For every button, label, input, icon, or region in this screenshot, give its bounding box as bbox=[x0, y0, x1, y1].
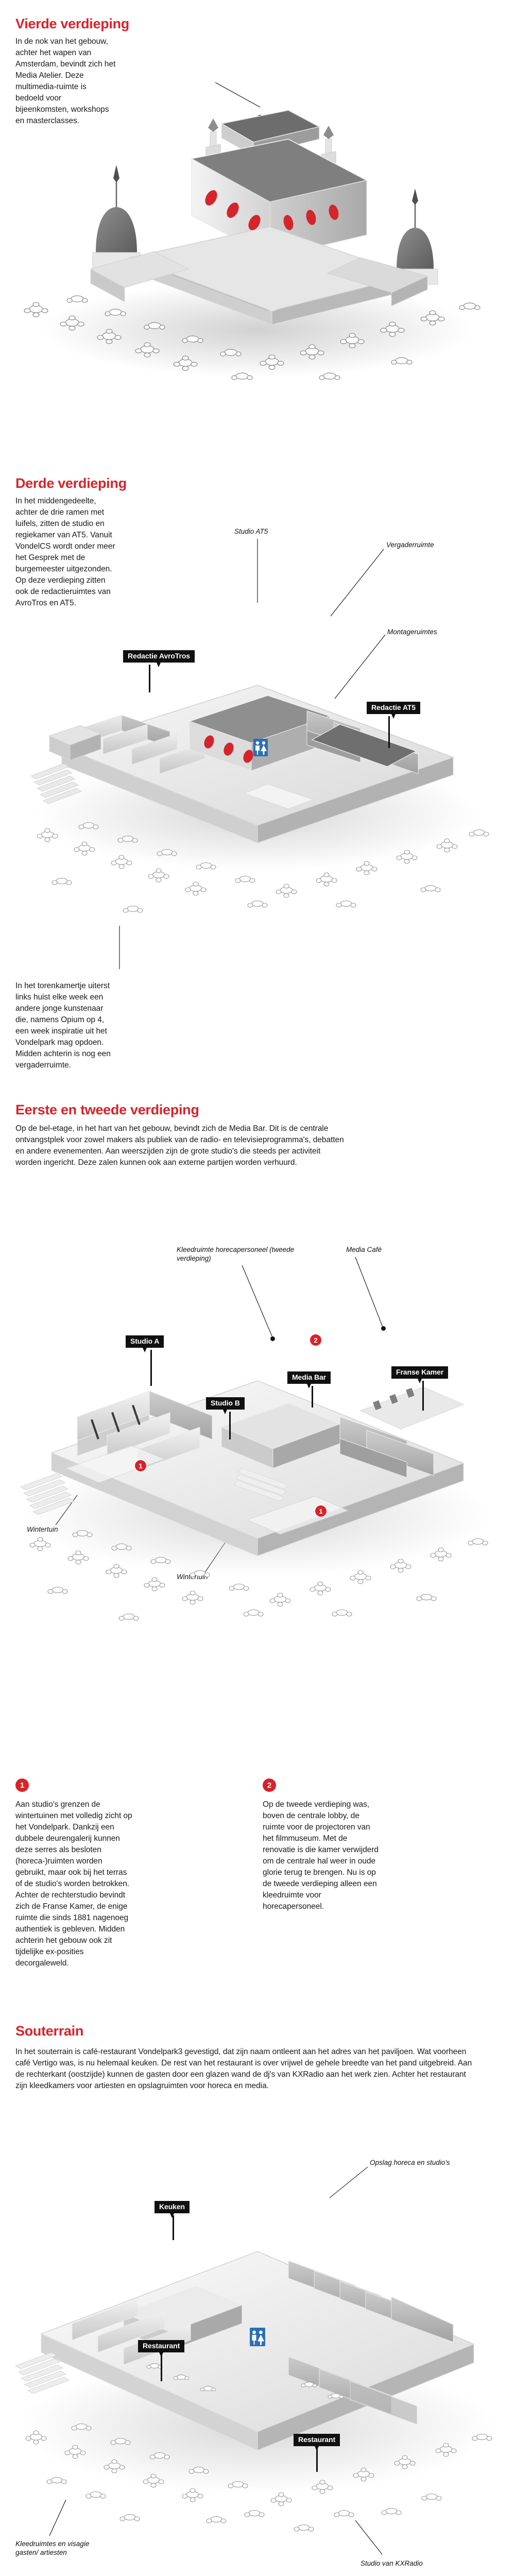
marker-1-plan-left: 1 bbox=[135, 1460, 146, 1471]
stem-redactie-at5 bbox=[388, 716, 390, 748]
flag-studio-b: Studio B bbox=[206, 1397, 245, 1415]
section-title-derde: Derde verdieping bbox=[15, 476, 127, 491]
stem-restaurant-right bbox=[316, 2448, 318, 2472]
stem-media-bar bbox=[312, 1386, 313, 1408]
label-montageruimtes: Montageruimtes bbox=[387, 628, 437, 636]
flag-tail bbox=[418, 1379, 422, 1384]
flag-redactie-avrotros: Redactie AvroTros bbox=[123, 650, 195, 668]
flag-label: Redactie AvroTros bbox=[128, 652, 190, 660]
section-body-eerste-tweede: Op de bel-etage, in het hart van het geb… bbox=[15, 1124, 344, 1167]
flag-label: Franse Kamer bbox=[396, 1368, 444, 1376]
flag-tail bbox=[159, 2352, 164, 2358]
label-vergaderruimte: Vergaderruimte bbox=[386, 541, 434, 549]
label-kleedruimtes: Kleedruimtes en visagie gasten/ artieste… bbox=[15, 2540, 90, 2556]
flag-media-bar: Media Bar bbox=[287, 1371, 331, 1389]
flag-label: Restaurant bbox=[298, 2435, 336, 2444]
flag-tail bbox=[391, 714, 396, 719]
flag-label: Studio B bbox=[211, 1399, 240, 1407]
stem-franse-kamer bbox=[422, 1381, 424, 1411]
section-title-vierde: Vierde verdieping bbox=[15, 16, 129, 31]
flag-franse-kamer: Franse Kamer bbox=[391, 1366, 449, 1384]
flag-restaurant-right: Restaurant bbox=[294, 2434, 340, 2451]
illustration-third-floor bbox=[0, 592, 515, 963]
section-footnote-derde: In het torenkamertje uiterst links huist… bbox=[15, 981, 111, 1070]
note-marker-1: 1 bbox=[15, 1778, 29, 1792]
flag-tail bbox=[315, 2446, 319, 2451]
label-kleedruimte-horecapersoneel: Kleedruimte horecapersoneel (tweede verd… bbox=[177, 1246, 295, 1262]
leader-torenkamertje bbox=[119, 926, 120, 969]
section-body-vierde: In de nok van het gebouw, achter het wap… bbox=[15, 37, 116, 125]
leader-vierde-roof bbox=[215, 82, 261, 108]
leaders-souterrain bbox=[49, 2166, 383, 2555]
illustration-first-second-floor bbox=[0, 1298, 515, 1638]
flag-tail bbox=[157, 663, 161, 668]
section-body-souterrain: In het souterrain is café-restaurant Von… bbox=[15, 2047, 472, 2090]
illustration-fourth-floor bbox=[0, 88, 515, 407]
label-studio-at5: Studio AT5 bbox=[234, 528, 268, 535]
label-media-cafe: Media Café bbox=[346, 1246, 382, 1253]
flag-label: Studio A bbox=[130, 1337, 160, 1345]
stem-redactie-avrotros bbox=[149, 665, 150, 692]
section-title-eerste-tweede: Eerste en tweede verdieping bbox=[15, 1102, 199, 1117]
note-text-1: Aan studio's grenzen de wintertuinen met… bbox=[15, 1800, 132, 1968]
note-text-2: Op de tweede verdieping was, boven de ce… bbox=[263, 1800, 379, 1911]
flag-label: Redactie AT5 bbox=[371, 703, 416, 711]
flag-label: Media Bar bbox=[292, 1373, 327, 1381]
label-opslag-horeca: Opslag horeca en studio's bbox=[370, 2159, 450, 2166]
flag-studio-a: Studio A bbox=[126, 1335, 164, 1353]
flag-tail bbox=[169, 2213, 174, 2218]
illustration-souterrain bbox=[0, 2159, 515, 2576]
marker-2-plan: 2 bbox=[310, 1334, 321, 1346]
flag-label: Restaurant bbox=[143, 2342, 180, 2350]
flag-tail bbox=[307, 1384, 311, 1389]
stem-studio-b bbox=[229, 1412, 231, 1439]
flag-redactie-at5: Redactie AT5 bbox=[367, 702, 420, 719]
stem-studio-a bbox=[150, 1350, 152, 1386]
section-body-derde: In het middengedeelte, achter de drie ra… bbox=[15, 497, 115, 607]
note-marker-2: 2 bbox=[263, 1778, 276, 1792]
flag-tail bbox=[223, 1410, 228, 1415]
label-studio-kxradio: Studio van KXRadio bbox=[360, 2560, 423, 2567]
leader-dot-kleedruimte bbox=[270, 1336, 275, 1341]
flag-tail bbox=[143, 1348, 147, 1353]
stem-restaurant-left bbox=[161, 2354, 162, 2381]
section-title-souterrain: Souterrain bbox=[15, 2023, 84, 2039]
marker-1-plan-right: 1 bbox=[315, 1505, 327, 1517]
stem-keuken bbox=[173, 2215, 174, 2240]
flag-keuken: Keuken bbox=[154, 2201, 190, 2218]
leader-dot-media-cafe bbox=[381, 1326, 386, 1331]
flag-label: Keuken bbox=[159, 2202, 185, 2211]
flag-restaurant-left: Restaurant bbox=[138, 2340, 185, 2358]
